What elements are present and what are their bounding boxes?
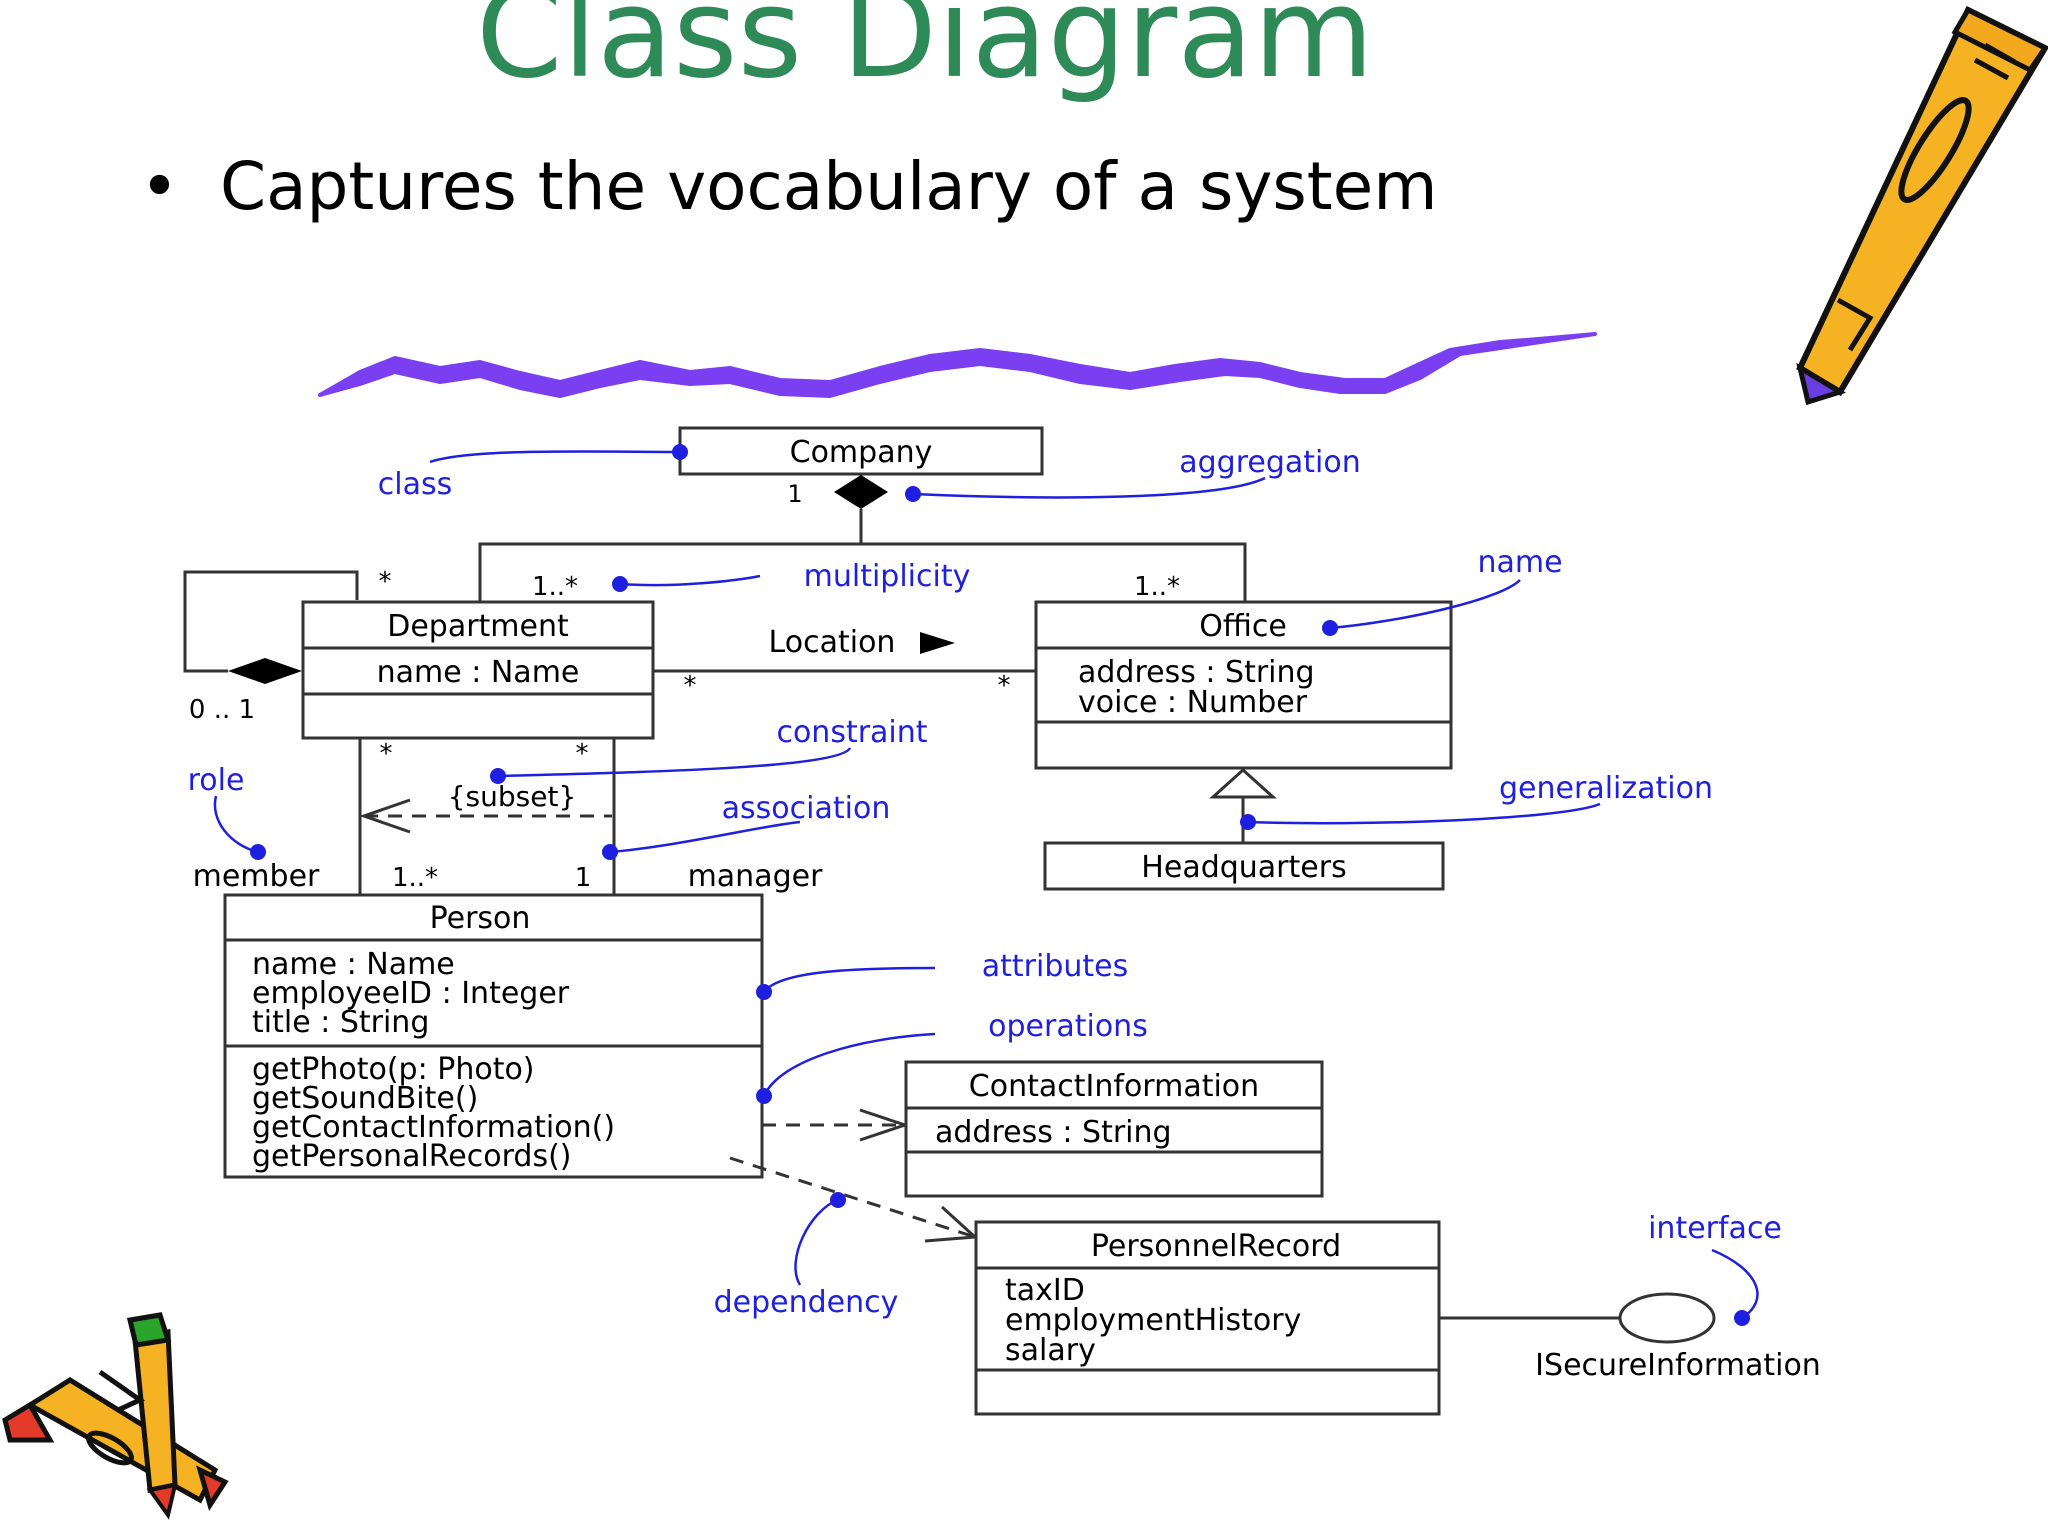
class-headquarters-name: Headquarters — [1141, 850, 1346, 885]
annotation-generalization: generalization — [1499, 771, 1713, 806]
self-association-line — [183, 570, 359, 673]
dependency-line-record — [729, 1156, 976, 1239]
class-contact-information[interactable]: ContactInformation address : String — [904, 1060, 1324, 1198]
annotation-class: class — [378, 467, 452, 502]
decorative-squiggle — [318, 332, 1597, 398]
multiplicity-company: 1 — [787, 480, 802, 508]
annotation-aggregation: aggregation — [1179, 445, 1361, 480]
self-multiplicity-star: * — [379, 567, 392, 597]
location-label: Location — [769, 625, 896, 660]
annotation-role: role — [188, 763, 245, 798]
class-company-name: Company — [790, 435, 933, 470]
manager-star: * — [576, 739, 589, 769]
annotation-constraint: constraint — [776, 715, 927, 750]
location-star-right: * — [998, 671, 1011, 701]
member-star: * — [380, 739, 393, 769]
person-attribute: employeeID : Integer — [252, 976, 570, 1011]
department-attribute: name : Name — [377, 655, 580, 690]
multiplicity-office: 1..* — [1134, 572, 1180, 602]
subset-constraint: {subset} — [448, 780, 577, 813]
bullet-item: • Captures the vocabulary of a system — [140, 148, 1438, 225]
annotation-dots — [250, 444, 1750, 1326]
class-company[interactable]: Company — [678, 426, 1044, 476]
office-attribute-voice: voice : Number — [1078, 685, 1308, 720]
subset-arrowhead — [359, 798, 411, 834]
multiplicity-member: 1..* — [392, 863, 438, 893]
self-multiplicity: 0 .. 1 — [189, 695, 255, 725]
aggregation-line — [478, 509, 863, 602]
role-manager: manager — [688, 859, 824, 894]
record-attribute: salary — [1005, 1333, 1096, 1368]
multiplicity-manager: 1 — [575, 863, 592, 893]
class-personnel-record-name: PersonnelRecord — [1091, 1229, 1341, 1264]
annotation-name: name — [1477, 545, 1562, 580]
class-personnel-record[interactable]: PersonnelRecord taxID employmentHistory … — [974, 1220, 1441, 1416]
person-attribute: name : Name — [252, 947, 455, 982]
annotation-leaders — [213, 450, 1759, 1320]
annotation-attributes: attributes — [982, 949, 1128, 984]
multiplicity-department: 1..* — [532, 572, 578, 602]
person-operation: getSoundBite() — [252, 1081, 478, 1116]
aggregation-diamond — [834, 475, 888, 509]
record-attribute: taxID — [1005, 1273, 1085, 1308]
interface-lollipop-icon — [1618, 1292, 1716, 1344]
person-operation: getPersonalRecords() — [252, 1139, 571, 1174]
location-star-left: * — [684, 671, 697, 701]
class-contact-information-name: ContactInformation — [969, 1069, 1259, 1104]
class-office[interactable]: Office address : String voice : Number — [1034, 600, 1453, 770]
generalization-arrow — [1209, 767, 1277, 799]
class-person-name: Person — [430, 901, 531, 936]
class-department-name: Department — [387, 609, 569, 644]
person-operation: getContactInformation() — [252, 1110, 615, 1145]
person-operation: getPhoto(p: Photo) — [252, 1052, 535, 1087]
annotation-operations: operations — [988, 1009, 1148, 1044]
annotation-dependency: dependency — [714, 1285, 899, 1320]
office-attribute-address: address : String — [1078, 655, 1315, 690]
person-attribute: title : String — [252, 1005, 429, 1040]
bullet-dot: • — [140, 148, 179, 225]
self-aggregation-diamond — [228, 658, 302, 684]
contact-attribute: address : String — [935, 1115, 1172, 1150]
bullet-text: Captures the vocabulary of a system — [220, 148, 1438, 225]
annotation-multiplicity: multiplicity — [804, 559, 971, 594]
pencils-icon — [2, 1312, 229, 1520]
annotation-interface: interface — [1648, 1211, 1782, 1246]
role-member: member — [193, 859, 320, 894]
class-person[interactable]: Person name : Name employeeID : Integer … — [223, 893, 764, 1179]
interface-name: ISecureInformation — [1535, 1348, 1821, 1383]
direction-arrow-icon — [920, 632, 955, 654]
record-attribute: employmentHistory — [1005, 1303, 1301, 1338]
class-department[interactable]: Department name : Name — [301, 600, 655, 740]
aggregation-line-office — [861, 542, 1247, 602]
pencil-icon — [1796, 5, 2048, 406]
class-headquarters[interactable]: Headquarters — [1043, 841, 1445, 891]
class-office-name: Office — [1199, 609, 1287, 644]
slide-title: Class Diagram — [475, 0, 1375, 106]
annotation-association: association — [722, 791, 891, 826]
